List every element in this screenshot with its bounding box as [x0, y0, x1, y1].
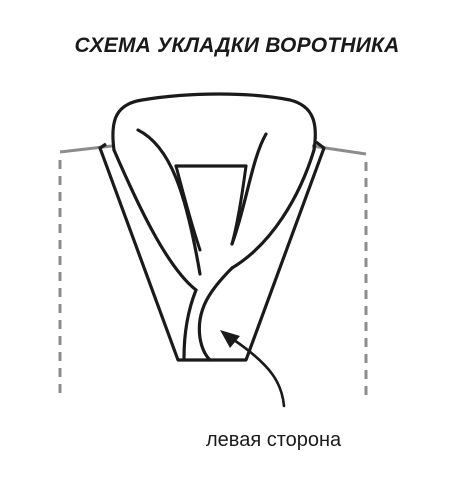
overlap-lapel-edge — [197, 266, 234, 362]
inner-v-left — [174, 164, 202, 252]
right-shoulder-guide — [311, 144, 368, 398]
callout-arrow — [220, 330, 286, 408]
neckline-left — [136, 128, 202, 276]
collar-inner-left — [112, 148, 198, 292]
diagram-title: СХЕМА УКЛАДКИ ВОРОТНИКА — [74, 34, 400, 57]
collar-outline — [98, 140, 326, 362]
inner-v-right — [230, 164, 248, 246]
under-lapel-edge — [182, 288, 198, 360]
collar-inner-right — [230, 148, 316, 270]
left-side-label: левая сторона — [206, 429, 342, 451]
left-shoulder-guide — [58, 144, 113, 398]
collar-band — [111, 92, 317, 152]
